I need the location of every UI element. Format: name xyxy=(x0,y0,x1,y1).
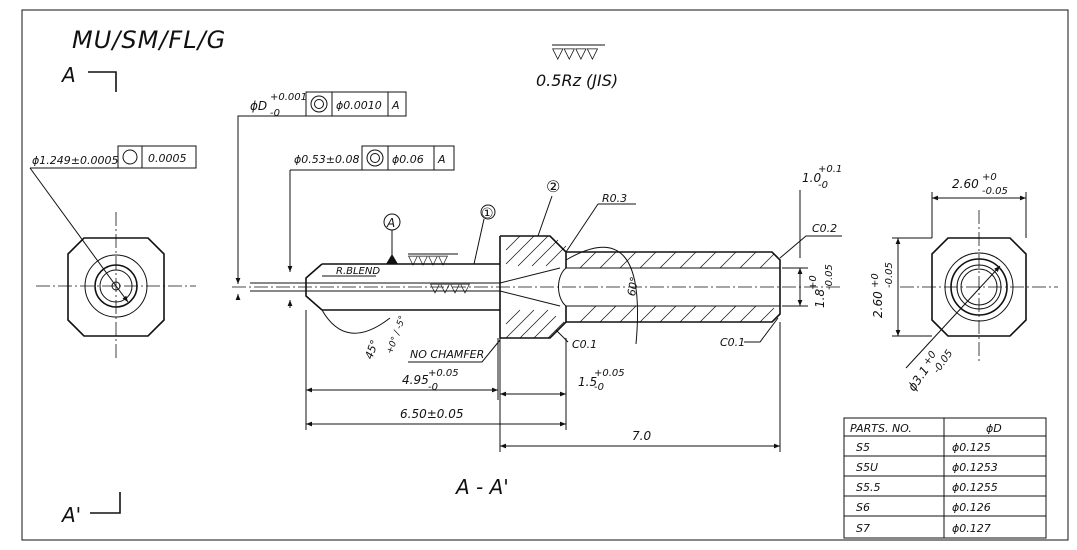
section-mark-top: A xyxy=(60,63,76,87)
dim-495-upper: +0.05 xyxy=(428,368,459,379)
dim-31-lower: -0.05 xyxy=(931,348,955,376)
section-mark-bottom: A' xyxy=(60,503,81,527)
angle-45-tol: +0° / -5° xyxy=(385,315,408,356)
section-mark-bottom-line xyxy=(90,492,121,514)
dim-31-base: ϕ3.1 xyxy=(905,364,932,394)
table-row-part: S5 xyxy=(856,441,870,454)
right-end-view xyxy=(900,210,1058,369)
surface-finish-symbol: ▽▽▽▽ xyxy=(552,44,599,62)
angle-45-label: 45° xyxy=(363,338,382,361)
shaft-dia: ϕ0.53±0.08 xyxy=(294,153,359,166)
drawing-border xyxy=(21,9,1069,541)
concentricity-icon-2 xyxy=(366,149,384,167)
dim-260v-lower: -0.05 xyxy=(884,262,895,288)
dim-495-lower: -0 xyxy=(428,382,438,393)
drawing-title: MU/SM/FL/G xyxy=(72,26,226,54)
angle-60-label: 60° xyxy=(625,276,641,297)
no-chamfer-label: NO CHAMFER xyxy=(410,348,484,361)
left-view-fcf xyxy=(117,145,197,169)
dim-260v-upper: +0 xyxy=(870,273,881,288)
finish-mark-bore: ▽▽▽▽ xyxy=(430,281,470,296)
table-row-d: ϕ0.126 xyxy=(952,501,991,514)
left-end-view xyxy=(29,167,196,360)
bore-dia-upper: +0.001 xyxy=(270,92,307,103)
dim-tip-base: 1.0 xyxy=(802,171,821,185)
dim-15-upper: +0.05 xyxy=(594,368,625,379)
table-row-d: ϕ0.1253 xyxy=(952,461,998,474)
parts-table: PARTS. NO. ϕD S5 ϕ0.125 S5U ϕ0.1253 S5.5… xyxy=(843,417,1047,539)
dim-70: 7.0 xyxy=(632,429,651,443)
r-blend-label: R.BLEND xyxy=(336,266,380,277)
left-view-dia: ϕ1.249±0.0005 xyxy=(32,154,118,167)
dim-650: 6.50±0.05 xyxy=(400,407,464,421)
section-view-label: A - A' xyxy=(454,475,509,499)
section-mark-top-line xyxy=(88,71,117,92)
circularity-icon xyxy=(122,149,138,165)
r03-label: R0.3 xyxy=(602,192,627,205)
surface-finish-value: 0.5Rz (JIS) xyxy=(536,71,618,90)
dim-15-base: 1.5 xyxy=(578,375,597,389)
dim-495-base: 4.95 xyxy=(402,373,429,387)
dim-tip-lower: -0 xyxy=(818,180,828,191)
finish-mark-top: ▽▽▽▽ xyxy=(408,253,448,268)
c01-outer-label: C0.1 xyxy=(720,336,745,349)
table-row-d: ϕ0.1255 xyxy=(952,481,998,494)
dim-15-lower: -0 xyxy=(594,382,604,393)
dim-260v-base: 2.60 xyxy=(871,291,885,318)
shaft-fcf-value: ϕ0.06 xyxy=(392,153,424,166)
concentricity-icon xyxy=(310,95,328,113)
bore-fcf-value: ϕ0.0010 xyxy=(336,99,382,112)
dim-tip-upper: +0.1 xyxy=(818,164,842,175)
bore-fcf xyxy=(305,91,407,117)
table-row-part: S5.5 xyxy=(856,481,880,494)
c02-label: C0.2 xyxy=(812,222,837,235)
part2-label: ② xyxy=(546,177,560,196)
c01-inner-label: C0.1 xyxy=(572,338,597,351)
part1-balloon xyxy=(480,204,496,220)
datum-a-triangle xyxy=(386,254,398,264)
dim-260h-base: 2.60 xyxy=(952,177,979,191)
table-row-part: S5U xyxy=(856,461,878,474)
left-view-fcf-value: 0.0005 xyxy=(148,152,187,165)
dim-260h-upper: +0 xyxy=(982,172,997,183)
table-header-part: PARTS. NO. xyxy=(850,422,912,435)
table-header-d: ϕD xyxy=(986,422,1002,435)
table-row-part: S7 xyxy=(856,522,870,535)
table-row-d: ϕ0.127 xyxy=(952,522,991,535)
dim-bore-base: 1.8 xyxy=(813,289,827,308)
bore-fcf-datum: A xyxy=(391,99,400,112)
dim-bore-lower: -0.05 xyxy=(824,264,835,290)
shaft-fcf xyxy=(361,145,455,171)
shaft-fcf-datum: A xyxy=(437,153,446,166)
bore-dia-lower: -0 xyxy=(270,108,280,119)
table-row-part: S6 xyxy=(856,501,870,514)
dim-260h-lower: -0.05 xyxy=(982,186,1008,197)
table-row-d: ϕ0.125 xyxy=(952,441,991,454)
section-view xyxy=(232,235,842,339)
part1-label: ① xyxy=(481,206,494,222)
bore-dia-base: ϕD xyxy=(250,99,267,113)
datum-a-label: A xyxy=(386,216,395,230)
dim-bore-upper: +0 xyxy=(808,275,819,290)
